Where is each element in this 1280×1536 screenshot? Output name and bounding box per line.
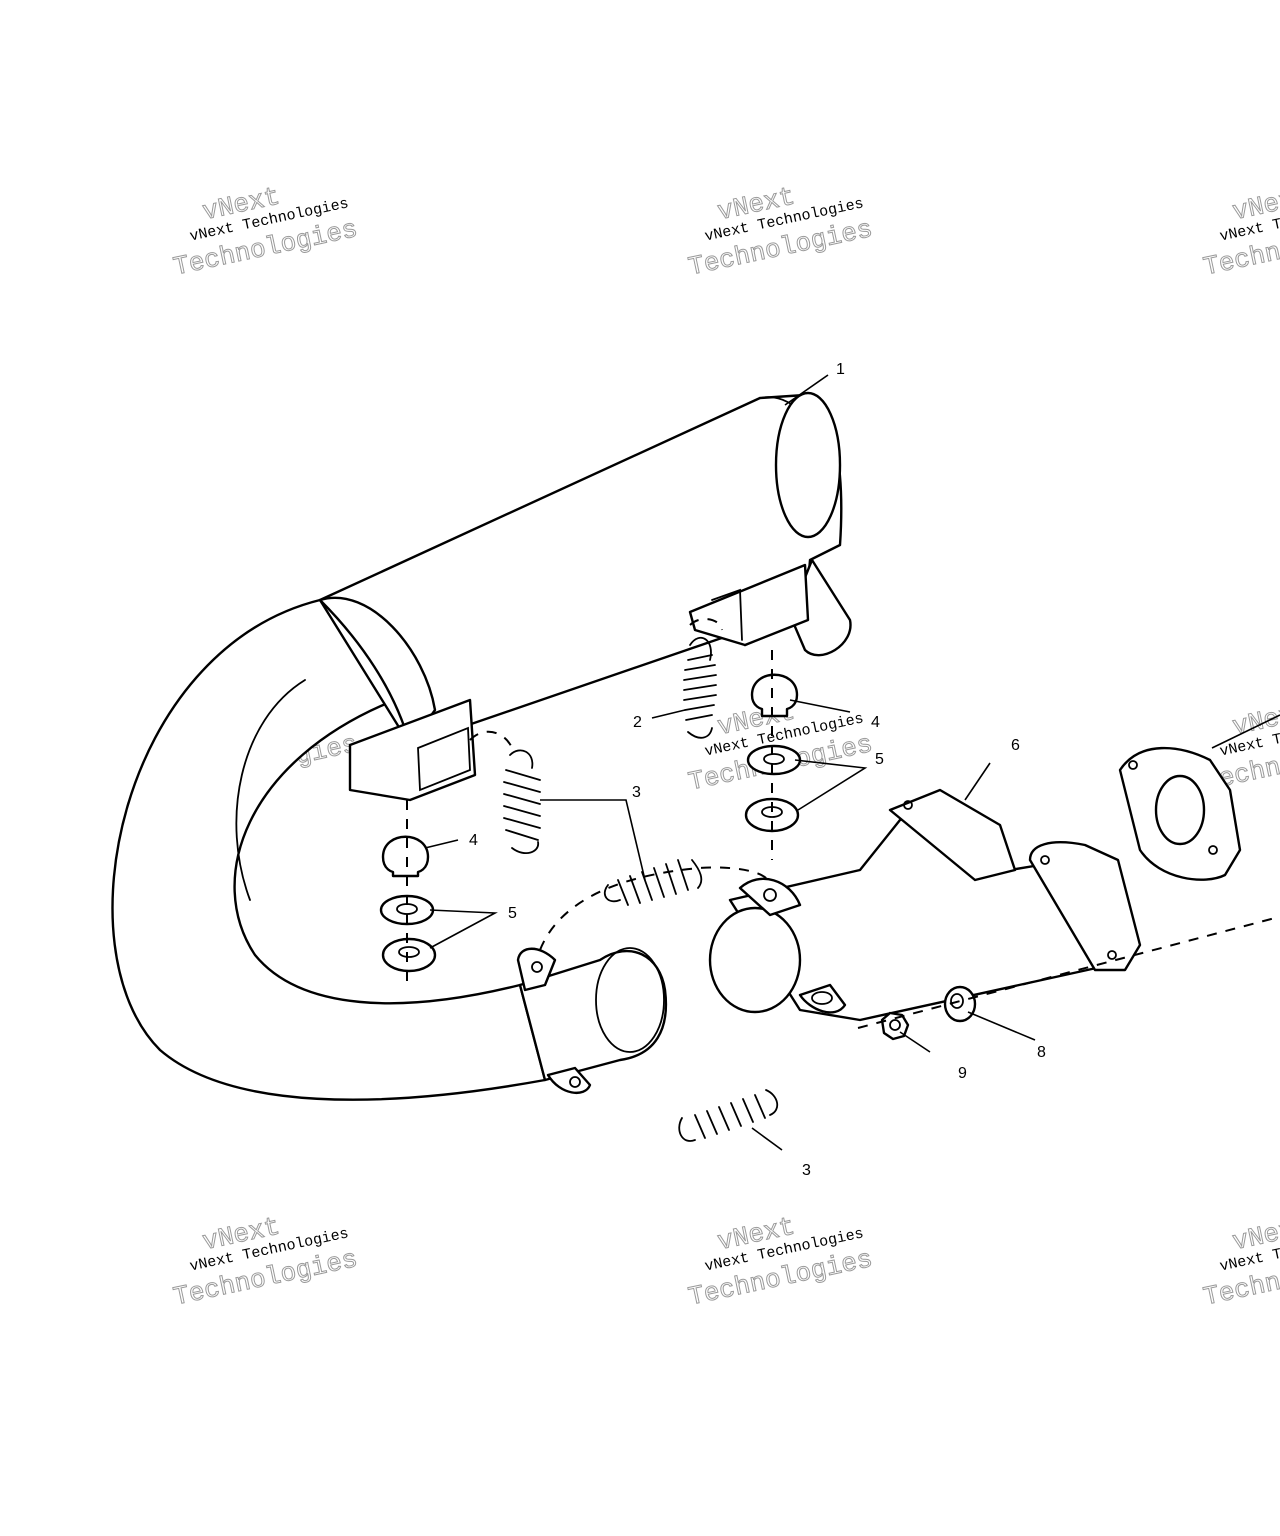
muffler [318, 391, 852, 802]
spring-2 [683, 636, 717, 739]
watermark-big-line-2: Technologies [171, 1244, 360, 1312]
exhaust-gasket [1118, 746, 1242, 881]
watermark-big-line-1: vNext [200, 1212, 283, 1258]
head-pipe [111, 598, 547, 1101]
spacer-8 [943, 985, 977, 1023]
pipe-coupler [516, 947, 668, 1095]
watermark-small-line: vNext Technologies [1218, 195, 1280, 245]
watermark-big-line-1: vNext [715, 1212, 798, 1258]
watermark-small-line: vNext Technologies [188, 195, 350, 245]
y-pipe [708, 788, 1142, 1022]
washer-5-right-top [746, 744, 802, 776]
watermark-big-line-2: Technologies [171, 214, 360, 282]
callout-1: 1 [836, 361, 845, 378]
spring-3-lower [678, 1089, 779, 1142]
washer-5-left-bottom [381, 937, 437, 973]
callout-4-left: 4 [469, 832, 478, 849]
callout-5-left: 5 [508, 905, 517, 922]
watermark-small-line: vNext Technologies [1218, 1225, 1280, 1275]
callout-4-right: 4 [871, 714, 880, 731]
watermark-big-line-1: vNext [1230, 1212, 1280, 1258]
callout-9: 9 [958, 1065, 967, 1082]
grommet-4-left [381, 835, 430, 878]
callout-2: 2 [633, 714, 642, 731]
watermark-big-line-1: vNext [1230, 182, 1280, 228]
assembly-lines [406, 618, 1276, 1029]
watermark-big-line-2: Technologies [686, 214, 875, 282]
watermark-small-line: vNext Technologies [703, 195, 865, 245]
watermark-big-line-1: vNext [715, 182, 798, 228]
callout-5-right: 5 [875, 751, 884, 768]
spring-3-middle [603, 859, 703, 906]
watermark-small-line: vNext Technologies [188, 1225, 350, 1275]
watermark-big-line-2: Technologies [686, 1244, 875, 1312]
callout-6: 6 [1011, 737, 1020, 754]
watermark-big-line-2: Technologies [1201, 214, 1280, 282]
watermark-big-line-2: Technologies [1201, 1244, 1280, 1312]
callout-3-upper: 3 [632, 784, 641, 801]
grommet-4-right [750, 673, 799, 718]
callout-8: 8 [1037, 1044, 1046, 1061]
watermark-small-line: vNext Technologies [703, 1225, 865, 1275]
callout-3-lower: 3 [802, 1162, 811, 1179]
callout-labels: 1 2 3 3 4 4 5 5 6 8 9 [469, 361, 1046, 1179]
spring-3-upper [503, 749, 541, 855]
leader-lines [424, 374, 1280, 1151]
watermark-small-line: vNext Technologies [1218, 710, 1280, 760]
watermark-big-line-1: vNext [200, 182, 283, 228]
